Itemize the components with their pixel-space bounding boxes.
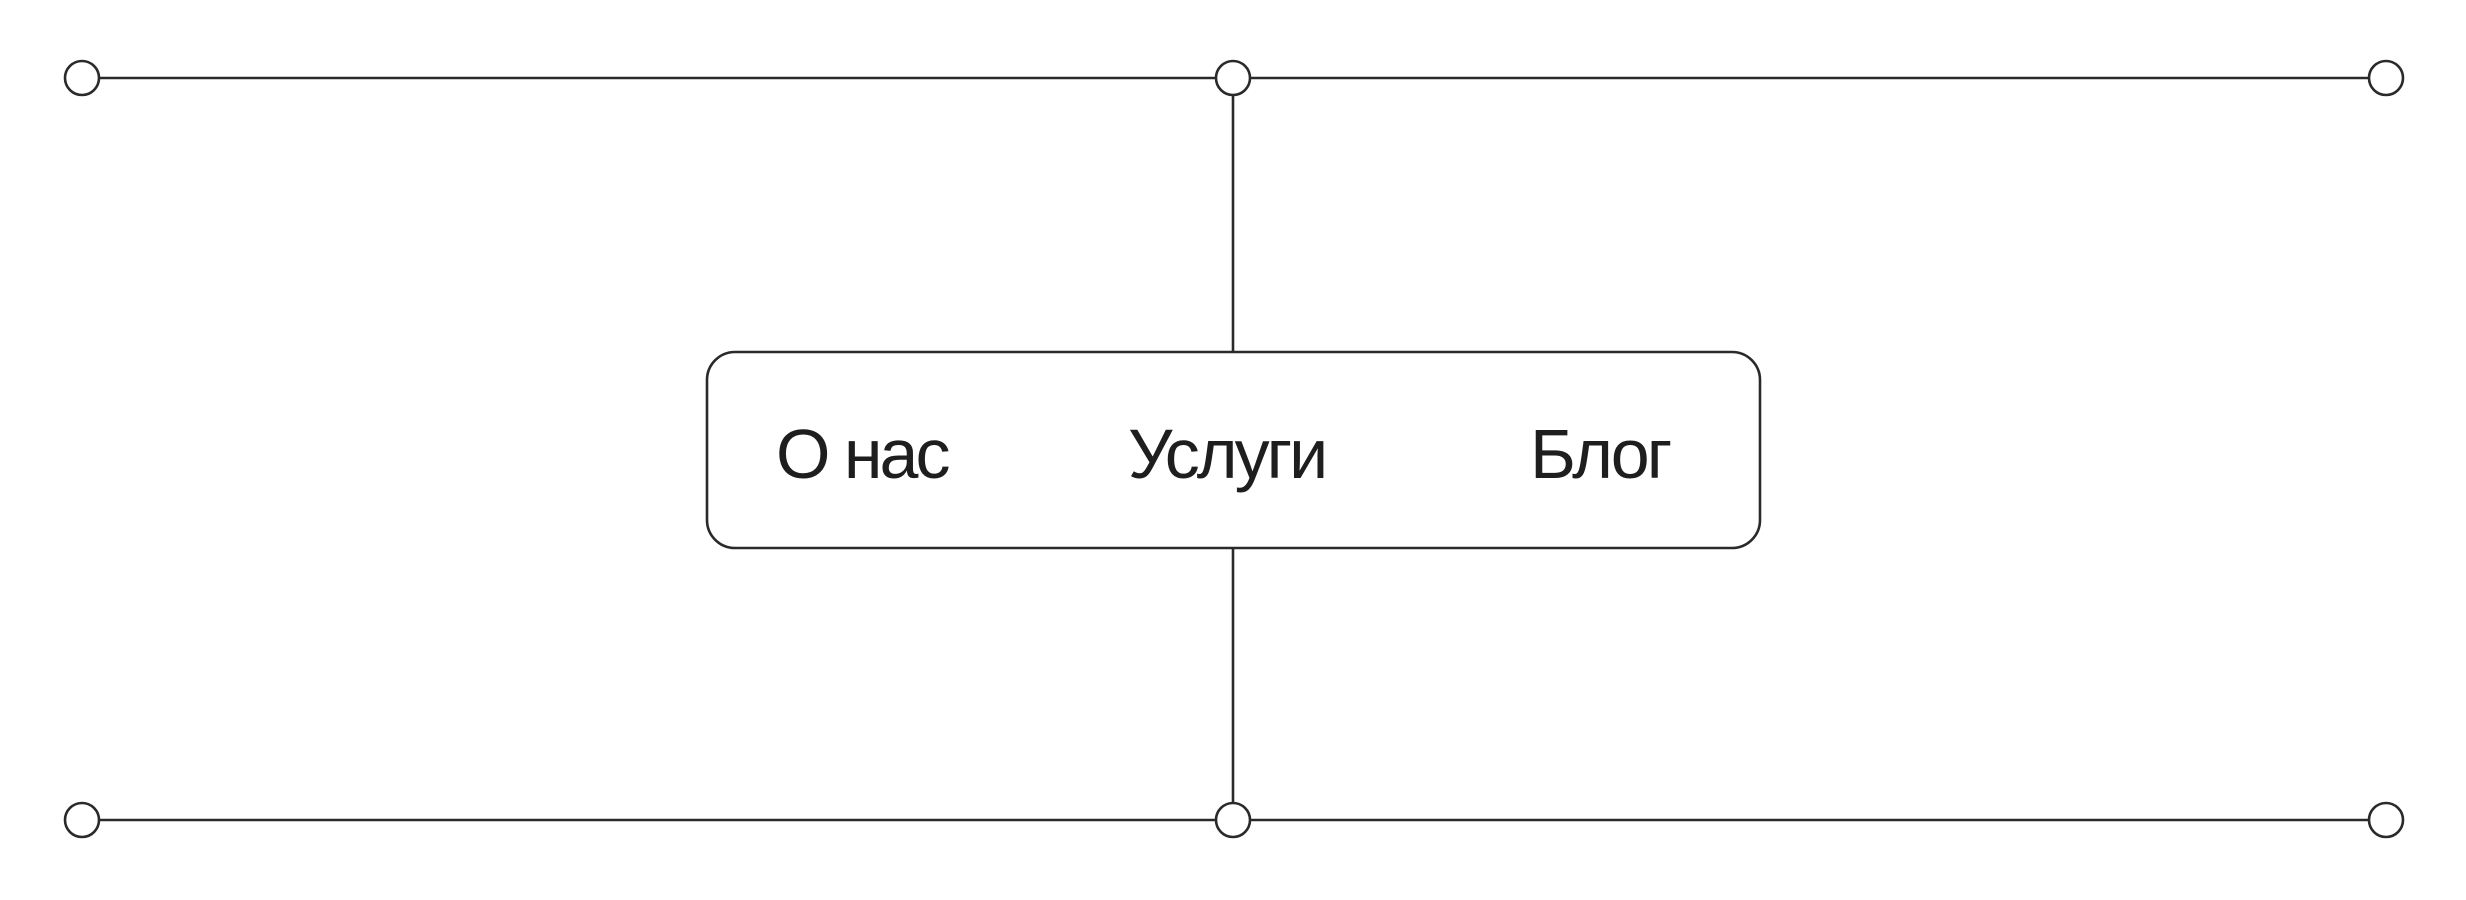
nav-item-blog[interactable]: Блог (1530, 415, 1672, 493)
node-top-left (63, 59, 101, 97)
node-bottom-center (1214, 801, 1252, 839)
node-bottom-right (2367, 801, 2405, 839)
nav-item-services[interactable]: Услуги (1128, 415, 1328, 493)
nav-item-about[interactable]: О нас (776, 415, 950, 493)
nav-box (705, 350, 1762, 550)
node-bottom-left (63, 801, 101, 839)
node-top-center (1214, 59, 1252, 97)
node-top-right (2367, 59, 2405, 97)
